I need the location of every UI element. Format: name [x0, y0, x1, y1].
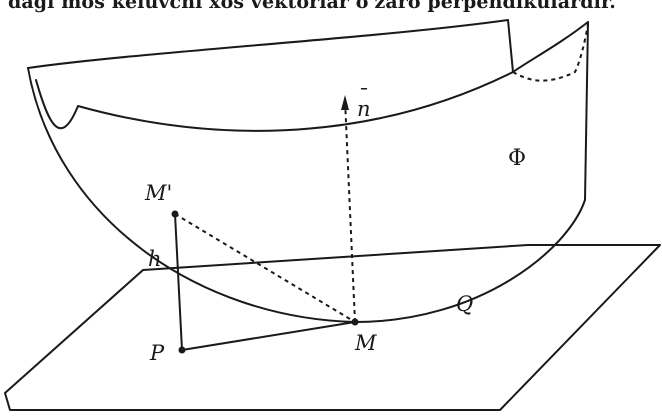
point-m-prime — [171, 210, 179, 218]
tangent-plane — [4, 244, 661, 411]
point-m — [351, 318, 359, 326]
surface-inner-fold — [35, 71, 514, 132]
label-m-prime: M' — [144, 181, 172, 205]
normal-vector-arrowhead — [341, 95, 349, 110]
segment-m-prime-to-p — [174, 213, 183, 351]
label-p: P — [149, 341, 165, 365]
hidden-edge-dashed — [512, 23, 589, 82]
caption-text: dagi mos keluvchi xos vektorlar o'zaro p… — [8, 0, 617, 13]
normal-vector-line — [344, 99, 356, 323]
segment-m-prime-to-m — [174, 213, 356, 323]
label-phi: Φ — [508, 146, 526, 171]
segment-p-to-m — [181, 321, 356, 351]
surface-bowl-outline — [27, 21, 589, 323]
label-n-bar: ¯ — [357, 85, 368, 109]
label-q: Q — [456, 292, 473, 316]
point-p — [178, 346, 186, 354]
surface-back-edge — [27, 19, 589, 73]
label-n: n — [357, 97, 371, 121]
label-h: h — [148, 247, 162, 271]
label-m: M — [354, 331, 377, 355]
